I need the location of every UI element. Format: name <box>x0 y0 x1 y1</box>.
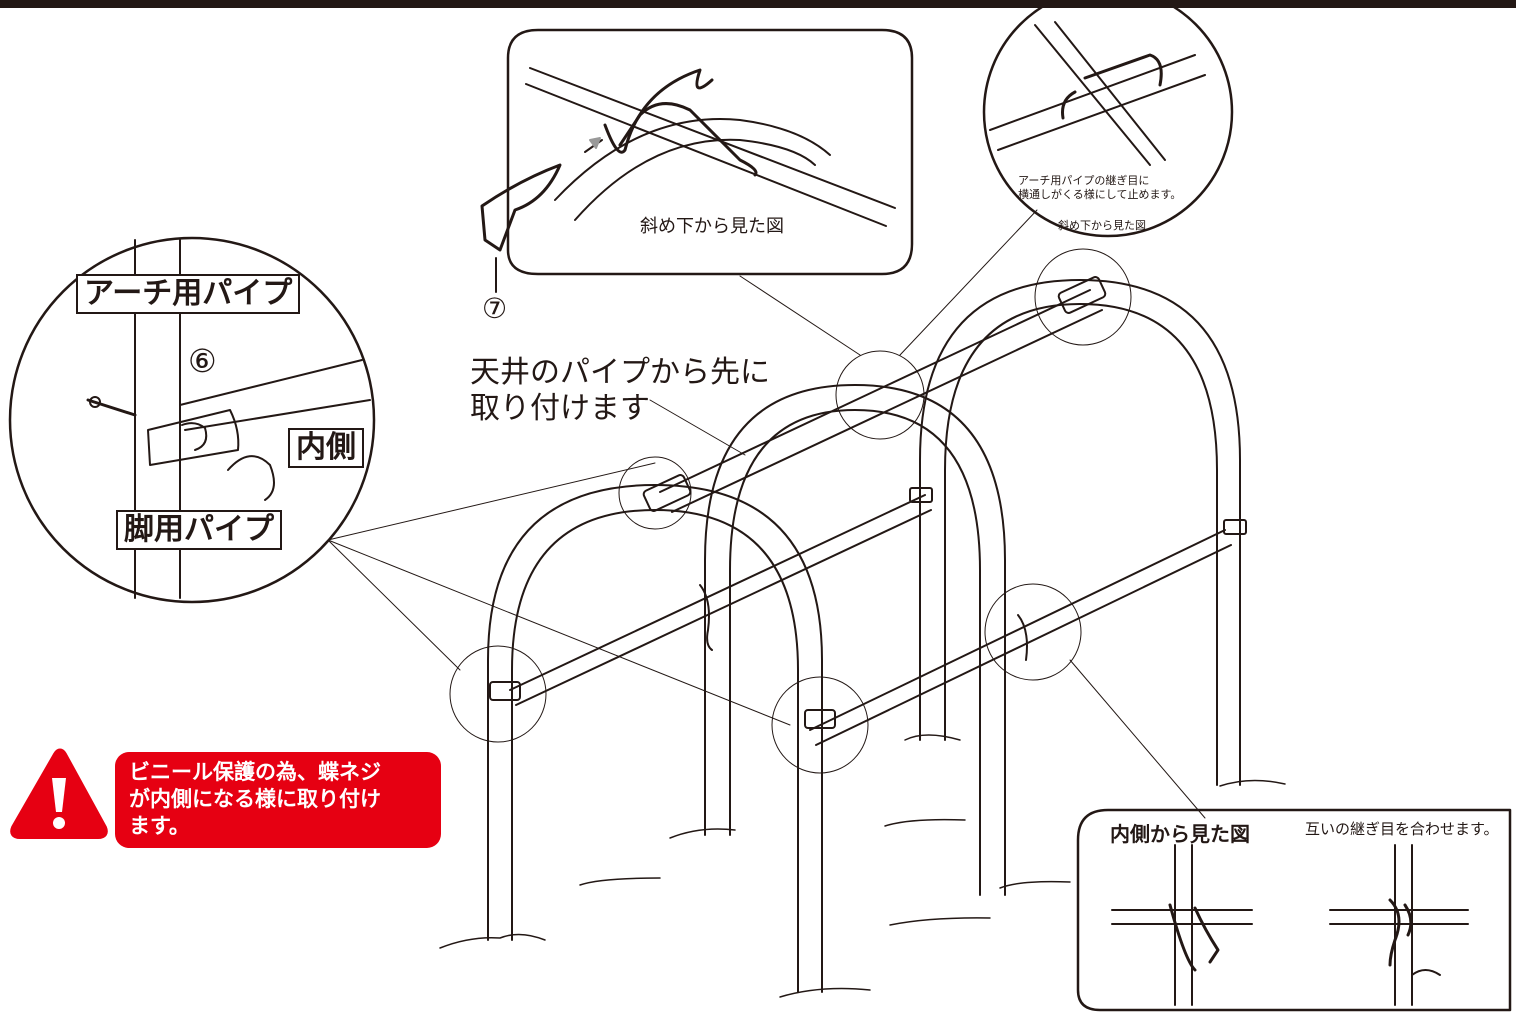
right-circle-caption: 斜め下から見た図 <box>1058 219 1146 232</box>
part-6-label: ⑥ <box>188 342 217 380</box>
warning-line2: が内側になる様に取り付け <box>129 786 381 811</box>
bottom-inset-note: 互いの継ぎ目を合わせます。 <box>1305 820 1499 838</box>
warning-line3: ます。 <box>129 813 190 838</box>
left-side-pipe <box>509 494 932 706</box>
ground-marks <box>439 734 1286 998</box>
leg-pipe-label: 脚用パイプ <box>116 510 282 550</box>
ceiling-note-line1: 天井のパイプから先に <box>470 355 770 390</box>
top-inset <box>480 28 914 293</box>
ridge-pipe <box>659 289 1103 513</box>
top-right-circle <box>982 0 1234 238</box>
detail-circles <box>449 248 1132 774</box>
top-bar <box>0 0 1516 8</box>
exclamation-triangle-icon <box>10 748 108 839</box>
front-arch <box>487 484 823 993</box>
right-circle-note-line2: 横通しがくる様にして止めます。 <box>1018 188 1182 201</box>
right-circle-note: アーチ用パイプの継ぎ目に 横通しがくる様にして止めます。 <box>1018 174 1181 202</box>
warning-box: ビニール保護の為、蝶ネジ が内側になる様に取り付け ます。 <box>115 752 441 848</box>
ceiling-note-line2: 取り付けます <box>470 391 650 426</box>
inside-label: 内側 <box>288 428 364 468</box>
bottom-inset <box>1076 808 1512 1012</box>
back-arch <box>919 279 1241 786</box>
bottom-inset-title: 内側から見た図 <box>1110 822 1250 846</box>
right-side-pipe <box>809 529 1232 746</box>
warning-line1: ビニール保護の為、蝶ネジ <box>129 759 381 784</box>
arch-pipe-label: アーチ用パイプ <box>76 274 301 314</box>
joints <box>489 276 1247 729</box>
leader-lines <box>327 209 1206 819</box>
middle-arch <box>704 384 1006 896</box>
ceiling-note: 天井のパイプから先に 取り付けます <box>470 355 770 427</box>
right-circle-note-line1: アーチ用パイプの継ぎ目に <box>1018 174 1150 187</box>
part-7-label: ⑦ <box>482 292 508 325</box>
top-inset-caption: 斜め下から見た図 <box>640 216 784 237</box>
